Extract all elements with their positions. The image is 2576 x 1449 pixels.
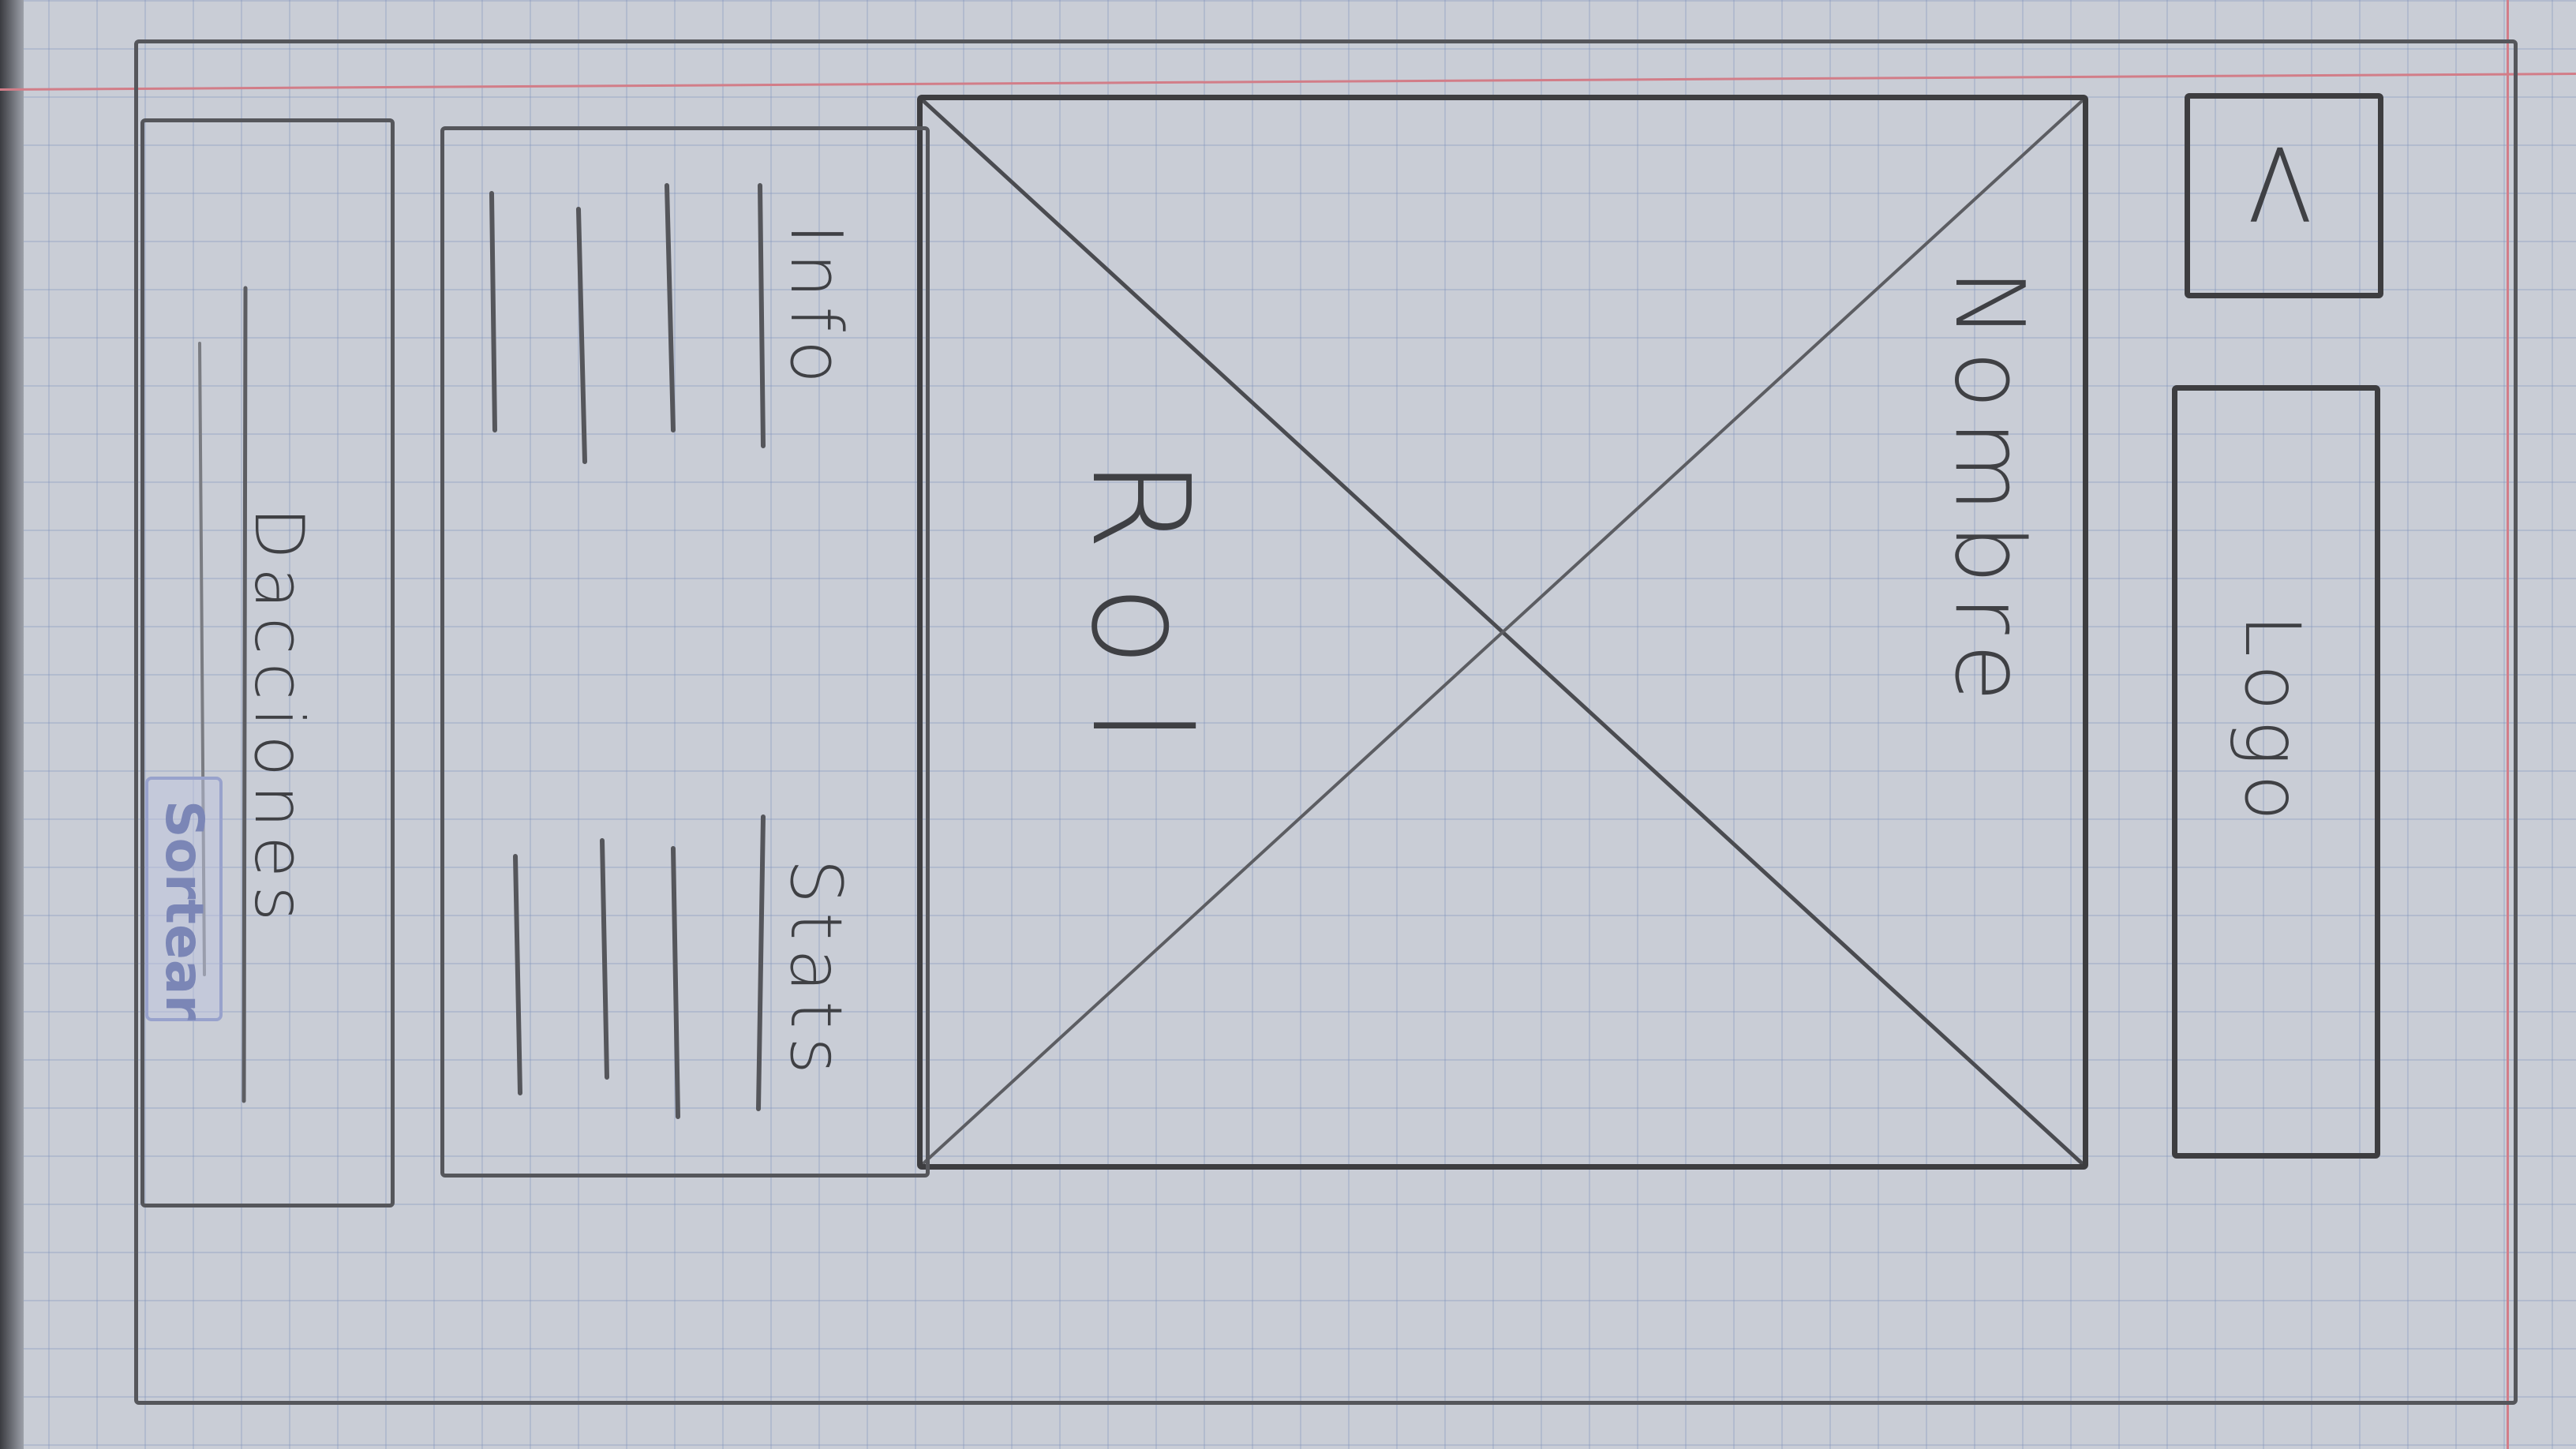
notebook-edge — [0, 0, 24, 1449]
red-margin-line-right — [2507, 0, 2509, 1449]
character-role-label: Rol — [1061, 457, 1218, 785]
sortear-button[interactable]: Sortear — [145, 777, 223, 1021]
actions-panel: Dacciones — [140, 118, 395, 1208]
logo-label: Logo — [2228, 614, 2316, 830]
back-chevron-icon: < — [2215, 135, 2352, 249]
actions-lines — [198, 286, 248, 1103]
back-button[interactable]: < — [2185, 93, 2383, 298]
image-placeholder-x — [923, 100, 2083, 1164]
phone-frame — [134, 39, 2518, 1405]
character-image-card: Nombre Rol — [917, 95, 2088, 1170]
logo-box: Logo — [2172, 385, 2380, 1159]
info-text-lines — [489, 183, 766, 1119]
character-name-label: Nombre — [1934, 268, 2043, 713]
info-stats-panel: Info Stats — [440, 126, 930, 1178]
